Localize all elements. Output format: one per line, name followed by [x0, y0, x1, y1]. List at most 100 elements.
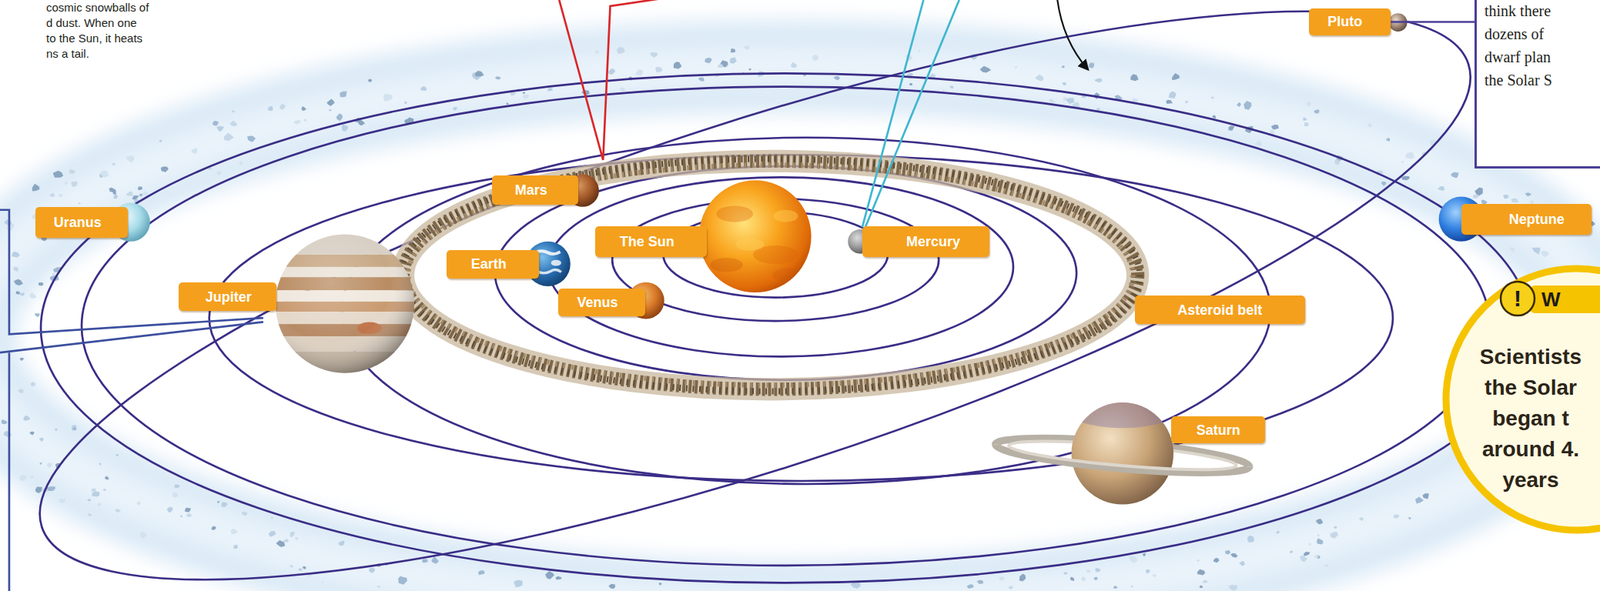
icy-rock: [1197, 569, 1206, 576]
icy-rock: [290, 565, 294, 569]
icy-rock: [1088, 62, 1095, 69]
icy-rock: [1358, 517, 1364, 522]
icy-rock: [1275, 530, 1280, 534]
icy-rock: [368, 568, 375, 574]
icy-rock: [1238, 561, 1246, 566]
planet-label: Venus: [558, 288, 646, 317]
icy-rock: [1304, 122, 1309, 127]
icy-rock: [186, 513, 192, 518]
icy-rock: [1065, 97, 1075, 104]
icy-rock: [674, 61, 681, 67]
icy-rock: [51, 272, 56, 276]
icy-rock: [72, 427, 77, 430]
icy-rock: [70, 181, 77, 188]
icy-rock: [1422, 493, 1430, 500]
icy-rock: [1401, 176, 1410, 181]
icy-rock: [420, 86, 427, 91]
icy-rock: [998, 576, 1005, 582]
icy-rock: [1401, 160, 1404, 164]
icy-rock: [729, 56, 737, 64]
saturn-ring-front: [994, 444, 1250, 480]
icy-rock: [1196, 559, 1201, 563]
icy-rock: [1213, 558, 1220, 563]
icy-rock: [18, 388, 24, 394]
icy-rock: [1243, 100, 1252, 111]
icy-rock: [949, 85, 954, 89]
icy-rock: [53, 170, 64, 178]
icy-rock: [452, 107, 458, 111]
planet-name: The Sun: [619, 233, 675, 251]
icy-rock: [71, 425, 77, 432]
planet-label: Jupiter: [178, 282, 277, 312]
icy-rock: [271, 516, 274, 519]
icy-rock: [268, 531, 276, 537]
orbit: [548, 177, 1014, 357]
icy-rock: [298, 568, 303, 572]
description-text: cosmic snowballs of d dust. When one to …: [46, 0, 150, 62]
leader-line: [558, 0, 666, 161]
icy-rock: [99, 462, 102, 466]
icy-rock: [126, 155, 134, 163]
icy-rock: [139, 194, 144, 198]
icy-rock: [1168, 90, 1177, 99]
icy-rock: [239, 160, 244, 165]
icy-rock: [649, 52, 658, 58]
icy-rock: [730, 48, 736, 53]
planet-label: Mars: [492, 175, 580, 205]
description-text-box: cosmic snowballs of d dust. When one to …: [46, 0, 150, 62]
fact-text: Scientists the Solar began t around 4. y…: [1469, 341, 1593, 496]
kuiper-belt-haze: [0, 66, 1600, 591]
icy-rock: [3, 431, 12, 438]
saturn-ring: [994, 444, 1250, 480]
icy-rock: [977, 580, 985, 585]
leader-line: [865, 0, 960, 228]
icy-rock: [619, 87, 626, 92]
icy-rock: [495, 76, 502, 80]
icy-rock: [833, 76, 841, 81]
icy-rock: [221, 502, 228, 508]
icy-rock: [54, 428, 58, 431]
icy-rock: [1393, 514, 1400, 519]
icy-rock: [3, 219, 12, 226]
icy-rock: [338, 541, 345, 546]
icy-rock: [1303, 552, 1310, 556]
icy-rock: [16, 291, 21, 295]
icy-rock: [103, 488, 107, 492]
icy-rock: [421, 558, 429, 563]
sun-spot: [709, 257, 743, 273]
icy-rock: [1007, 585, 1013, 590]
fact-circle: W Scientists the Solar began t around 4. …: [1442, 265, 1600, 591]
planet-saturn: [994, 383, 1251, 506]
icy-rock: [241, 511, 248, 516]
earth-cloud: [551, 260, 562, 267]
icy-rock: [1142, 553, 1146, 557]
icy-rock: [132, 195, 139, 200]
icy-rock: [475, 70, 485, 77]
icy-rock: [1152, 574, 1157, 578]
icy-rock: [655, 66, 663, 73]
icy-rock: [1014, 66, 1018, 69]
sun-spot: [736, 238, 765, 252]
icy-rock: [99, 170, 109, 178]
icy-rock: [1, 419, 8, 425]
heading-text: W: [1541, 285, 1596, 314]
icy-rock: [19, 475, 27, 482]
icy-rock: [29, 292, 37, 299]
orbit: [209, 154, 1393, 482]
icy-rock: [1211, 96, 1216, 100]
icy-rock: [267, 106, 273, 111]
icy-rock: [87, 498, 91, 502]
icy-rock: [1128, 555, 1139, 564]
icy-rock: [339, 91, 347, 98]
icy-rock: [97, 502, 102, 506]
icy-rock: [167, 507, 174, 514]
icy-rock: [115, 454, 119, 457]
icy-rock: [790, 62, 797, 69]
icy-rock: [980, 66, 992, 74]
icy-rock: [20, 358, 24, 362]
icy-rock: [46, 462, 53, 469]
icy-rock: [967, 584, 975, 589]
icy-rock: [1415, 496, 1424, 504]
saturn-tint: [1061, 383, 1184, 429]
leader-line: [862, 0, 924, 228]
